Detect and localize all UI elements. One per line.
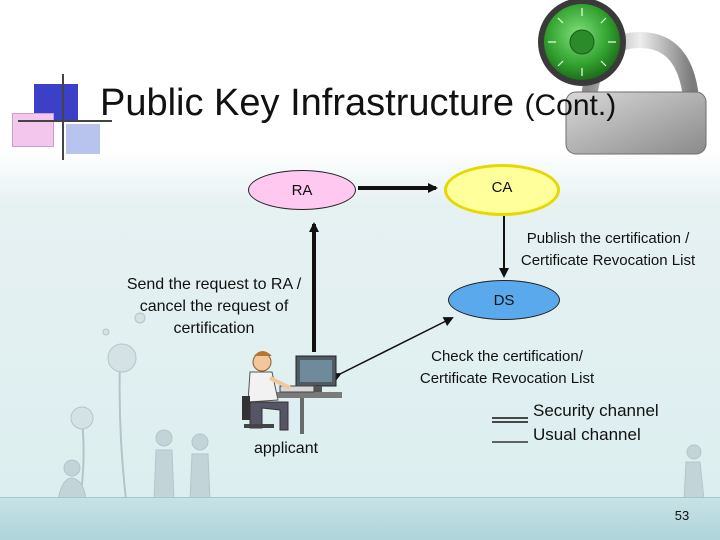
title-deco-vertical-line: [62, 74, 64, 160]
label-send-request-line-2: cancel the request of: [139, 298, 289, 315]
node-ra: RA: [248, 170, 356, 210]
title-suffix: (Cont.): [524, 89, 617, 122]
label-check-line-1: Check the certification/: [431, 348, 583, 365]
legend-usual-channel: Usual channel: [533, 425, 641, 444]
title-deco-blue-square-small: [66, 124, 100, 154]
footer-band: [0, 497, 720, 540]
label-publish-line-2: Certificate Revocation List: [520, 252, 696, 269]
label-applicant: applicant: [254, 440, 319, 457]
page-title: Public Key Infrastructure (Cont.): [100, 82, 616, 125]
label-send-request: Send the request to RA / cancel the requ…: [104, 274, 324, 340]
label-send-request-line-3: certification: [173, 320, 255, 337]
title-deco-horizontal-line: [18, 120, 112, 122]
node-ca-label: CA: [491, 179, 513, 196]
legend-security-channel: Security channel: [533, 401, 659, 420]
title-main: Public Key Infrastructure: [100, 82, 514, 124]
page-number: 53: [674, 508, 690, 523]
node-ds-label: DS: [493, 291, 515, 309]
node-ra-label: RA: [291, 181, 313, 199]
label-publish-line-1: Publish the certification /: [526, 230, 690, 247]
label-check: Check the certification/ Certificate Rev…: [396, 346, 618, 390]
title-deco-pink-square: [12, 113, 54, 147]
label-publish: Publish the certification / Certificate …: [498, 228, 718, 272]
label-send-request-line-1: Send the request to RA /: [126, 276, 302, 293]
edge-applicant-ds: [330, 317, 454, 383]
label-check-line-2: Certificate Revocation List: [419, 370, 595, 387]
node-ds: DS: [448, 280, 560, 320]
node-ca: CA: [444, 164, 560, 216]
